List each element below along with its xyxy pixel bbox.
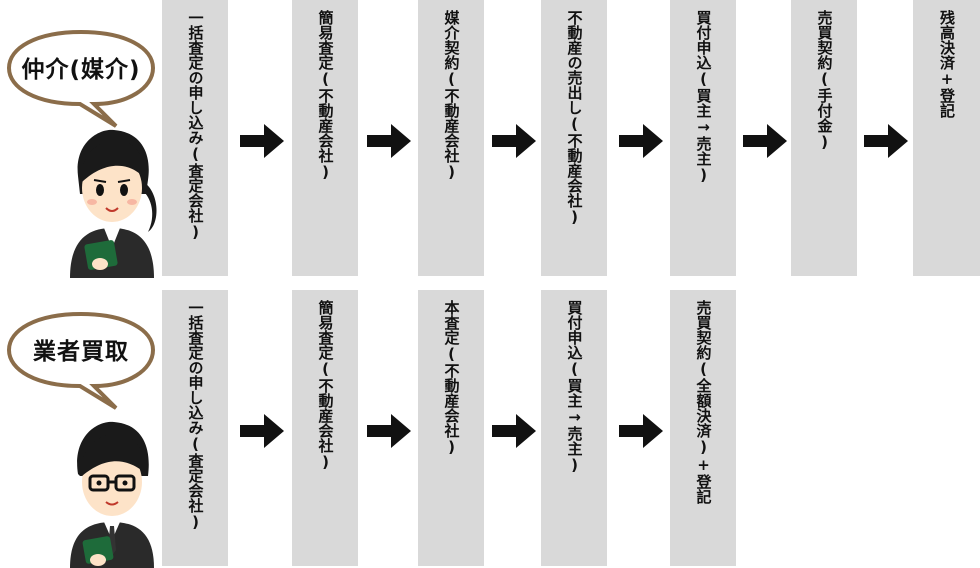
step-box: 媒介契約(不動産会社) (418, 0, 484, 276)
step-text: 簡易査定(不動産会社) (316, 300, 335, 471)
step-text: 不動産の売出し(不動産会社) (565, 10, 584, 226)
right-arrow-icon (619, 414, 663, 448)
flow-row-brokerage: 仲介(媒介) 一括査定の申し込み(査定会社) 簡易査定(不動産会社) 媒介契約(… (0, 0, 980, 278)
right-arrow-icon (743, 124, 787, 158)
step-text: 本査定(不動産会社) (442, 300, 461, 456)
step-box: 簡易査定(不動産会社) (292, 290, 358, 566)
right-arrow-icon (492, 414, 536, 448)
right-arrow-icon (367, 414, 411, 448)
row-label: 業者買取 (33, 339, 129, 365)
step-box: 残高決済+登記 (913, 0, 980, 276)
step-text: 売買契約(全額決済)+登記 (694, 300, 713, 504)
step-text: 簡易査定(不動産会社) (316, 10, 335, 181)
row-label: 仲介(媒介) (21, 57, 141, 83)
speech-bubble: 仲介(媒介) (6, 28, 156, 128)
step-box: 売買契約(手付金) (791, 0, 857, 276)
step-text: 売買契約(手付金) (815, 10, 834, 151)
speech-bubble-icon (6, 29, 156, 128)
step-text: 一括査定の申し込み(査定会社) (186, 300, 205, 531)
right-arrow-icon (864, 124, 908, 158)
step-text: 媒介契約(不動産会社) (442, 10, 461, 181)
right-arrow-icon (492, 124, 536, 158)
step-box: 不動産の売出し(不動産会社) (541, 0, 607, 276)
speech-bubble-icon (6, 311, 156, 410)
step-box: 本査定(不動産会社) (418, 290, 484, 566)
right-arrow-icon (240, 414, 284, 448)
right-arrow-icon (619, 124, 663, 158)
man-with-glasses-icon (70, 421, 154, 568)
step-box: 買付申込(買主→売主) (541, 290, 607, 566)
right-arrow-icon (367, 124, 411, 158)
speech-bubble: 業者買取 (6, 310, 156, 410)
step-box: 一括査定の申し込み(査定会社) (162, 290, 228, 566)
step-box: 簡易査定(不動産会社) (292, 0, 358, 276)
step-text: 買付申込(買主→売主) (694, 10, 713, 184)
woman-agent-icon (70, 129, 157, 278)
step-box: 一括査定の申し込み(査定会社) (162, 0, 228, 276)
flow-row-buyout: 業者買取 一括査定の申し込み(査定会社) 簡易査定(不動産会社) 本査定(不動産… (0, 290, 980, 568)
step-text: 一括査定の申し込み(査定会社) (186, 10, 205, 241)
step-box: 売買契約(全額決済)+登記 (670, 290, 736, 566)
step-text: 買付申込(買主→売主) (565, 300, 584, 474)
right-arrow-icon (240, 124, 284, 158)
step-text: 残高決済+登記 (938, 10, 956, 118)
step-box: 買付申込(買主→売主) (670, 0, 736, 276)
